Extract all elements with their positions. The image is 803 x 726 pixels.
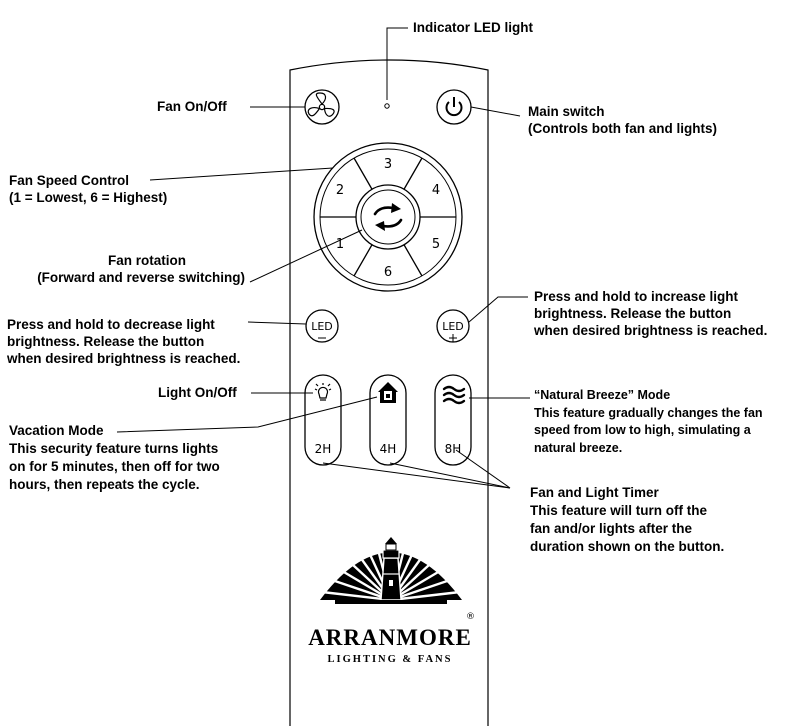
fan-speed-label: Fan Speed Control (1 = Lowest, 6 = Highe… <box>9 172 167 206</box>
fan-icon <box>307 92 335 117</box>
natural-breeze-line-3: natural breeze. <box>534 440 623 455</box>
rotation-icon <box>373 203 403 231</box>
fan-rotation-label: Fan rotation (Forward and reverse switch… <box>9 252 245 286</box>
rotation-button[interactable] <box>355 184 421 250</box>
fan-speed-title: Fan Speed Control <box>9 173 130 188</box>
breeze-icon <box>442 385 466 405</box>
fan-rotation-title: Fan rotation <box>108 253 186 268</box>
fan-onoff-label: Fan On/Off <box>157 99 227 114</box>
leader-lines <box>116 27 530 489</box>
indicator-led <box>384 103 390 109</box>
natural-breeze-line-1: This feature gradually changes the fan <box>534 405 763 420</box>
sunburst-icon <box>320 529 462 604</box>
natural-breeze-line-2: speed from low to high, simulating a <box>534 423 751 437</box>
light-onoff-label: Light On/Off <box>158 385 237 400</box>
timer-title: Fan and Light Timer <box>530 485 659 500</box>
indicator-led-label: Indicator LED light <box>413 20 533 35</box>
light-timer-2h-button[interactable]: 2H <box>304 374 342 466</box>
increase-line-3: when desired brightness is reached. <box>534 323 768 338</box>
led-plus-label: LED <box>442 320 464 333</box>
timer-4h-label: 4H <box>380 442 397 456</box>
timer-2h-label: 2H <box>315 442 332 456</box>
natural-breeze-timer-8h-button[interactable]: 8H <box>434 374 472 466</box>
plus-icon <box>449 334 457 342</box>
decrease-brightness-label: Press and hold to decrease light brightn… <box>7 316 240 367</box>
speed-button-3[interactable]: 3 <box>384 157 392 172</box>
main-switch-label: Main switch (Controls both fan and light… <box>528 103 717 137</box>
arranmore-logo: ® ARRANMORE LIGHTING & FANS <box>308 529 475 665</box>
vacation-line-3: hours, then repeats the cycle. <box>9 477 200 492</box>
power-icon <box>445 97 463 117</box>
led-increase-button[interactable]: LED <box>436 309 470 343</box>
speed-button-5[interactable]: 5 <box>432 237 440 252</box>
timer-line-2: fan and/or lights after the <box>530 521 693 536</box>
led-decrease-button[interactable]: LED <box>305 309 339 343</box>
fan-speed-desc: (1 = Lowest, 6 = Highest) <box>9 190 168 205</box>
increase-line-2: brightness. Release the button <box>534 306 732 321</box>
vacation-line-2: on for 5 minutes, then off for two <box>9 459 220 474</box>
main-switch-button[interactable] <box>436 89 472 125</box>
vacation-timer-4h-button[interactable]: 4H <box>369 374 407 466</box>
decrease-line-2: brightness. Release the button <box>7 334 205 349</box>
vacation-title: Vacation Mode <box>9 423 104 438</box>
decrease-line-3: when desired brightness is reached. <box>7 351 241 366</box>
vacation-mode-label: Vacation Mode This security feature turn… <box>9 422 220 494</box>
fan-onoff-button[interactable] <box>304 89 340 125</box>
timer-line-1: This feature will turn off the <box>530 503 708 518</box>
timer-8h-label: 8H <box>445 442 462 456</box>
fan-rotation-desc: (Forward and reverse switching) <box>37 270 245 285</box>
decrease-line-1: Press and hold to decrease light <box>7 317 215 332</box>
light-bulb-icon <box>314 383 332 401</box>
natural-breeze-title: “Natural Breeze” Mode <box>534 388 671 402</box>
timer-label: Fan and Light Timer This feature will tu… <box>530 484 724 556</box>
brand-tagline: LIGHTING & FANS <box>328 654 453 665</box>
increase-brightness-label: Press and hold to increase light brightn… <box>534 288 767 339</box>
led-minus-label: LED <box>311 320 333 333</box>
brand-registered: ® <box>466 612 475 622</box>
speed-button-2[interactable]: 2 <box>336 183 344 198</box>
speed-dial <box>313 142 463 292</box>
increase-line-1: Press and hold to increase light <box>534 289 739 304</box>
speed-button-4[interactable]: 4 <box>432 183 440 198</box>
house-icon <box>378 382 398 403</box>
vacation-line-1: This security feature turns lights <box>9 441 219 456</box>
timer-line-3: duration shown on the button. <box>530 539 725 554</box>
brand-name: ARRANMORE <box>308 625 472 650</box>
main-switch-desc: (Controls both fan and lights) <box>528 121 717 136</box>
natural-breeze-label: “Natural Breeze” Mode This feature gradu… <box>534 387 763 457</box>
speed-button-6[interactable]: 6 <box>384 265 392 280</box>
main-switch-title: Main switch <box>528 104 605 119</box>
speed-button-1[interactable]: 1 <box>336 237 344 252</box>
